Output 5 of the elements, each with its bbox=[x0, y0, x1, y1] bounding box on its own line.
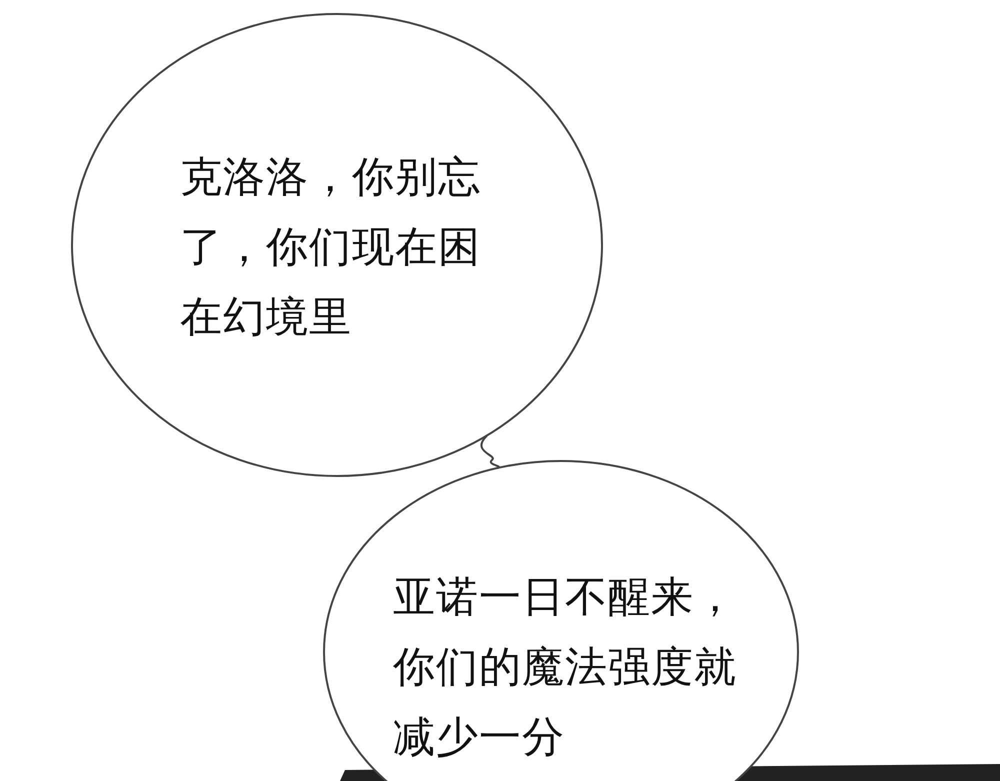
speech-text: 克洛洛，你别忘了，你们现在困在幻境里 bbox=[180, 151, 482, 343]
bubble-connector bbox=[480, 434, 500, 470]
speech-text: 亚诺一日不醒来，你们的魔法强度就减少一分 bbox=[393, 571, 738, 763]
speech-bubble bbox=[71, 13, 603, 477]
speech-bubble bbox=[323, 460, 799, 781]
